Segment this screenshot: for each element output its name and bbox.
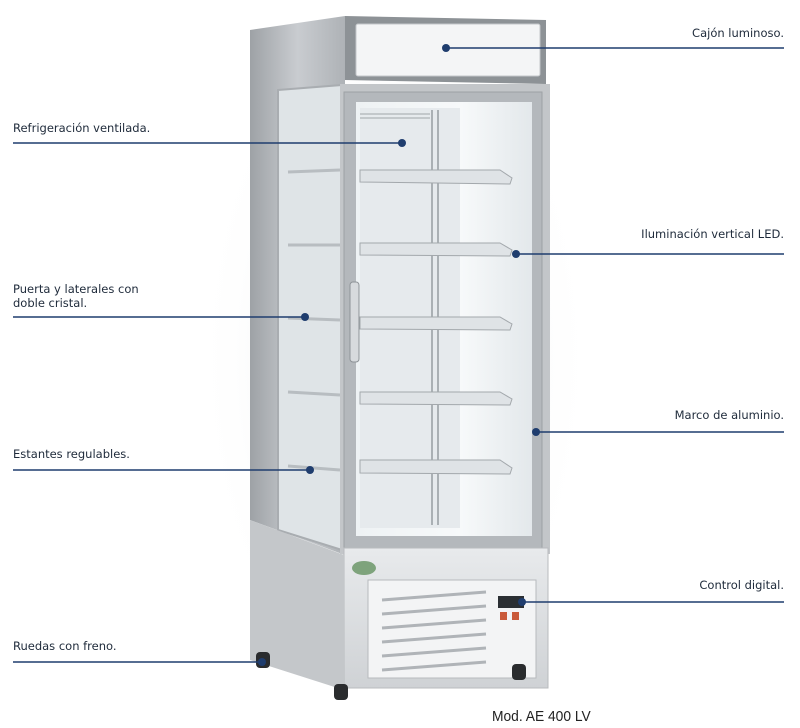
control-button — [512, 612, 519, 620]
model-label: Mod. AE 400 LV — [492, 708, 591, 725]
callout-puerta-line1: Puerta y laterales con — [13, 282, 139, 296]
front-shelves — [359, 169, 513, 475]
callout-refrigeracion-ventilada: Refrigeración ventilada. — [13, 121, 151, 135]
callout-puerta-line2: doble cristal. — [13, 296, 88, 310]
callout-ruedas-freno: Ruedas con freno. — [13, 639, 117, 653]
brand-logo-icon — [352, 561, 376, 575]
ventilation-louvers — [381, 590, 487, 672]
side-shelves — [287, 168, 341, 472]
leader-dots — [258, 44, 540, 666]
callout-marco-aluminio: Marco de aluminio. — [674, 408, 784, 422]
callout-estantes-regulables: Estantes regulables. — [13, 447, 130, 461]
digital-display — [498, 596, 524, 608]
top-vent — [360, 113, 430, 119]
callout-control-digital: Control digital. — [699, 578, 784, 592]
callout-iluminacion-led: Iluminación vertical LED. — [641, 227, 784, 241]
callout-cajon-luminoso: Cajón luminoso. — [692, 26, 784, 40]
door-handle — [349, 281, 360, 363]
leader-lines — [13, 47, 784, 663]
side-base — [250, 520, 344, 690]
control-button — [500, 612, 507, 620]
